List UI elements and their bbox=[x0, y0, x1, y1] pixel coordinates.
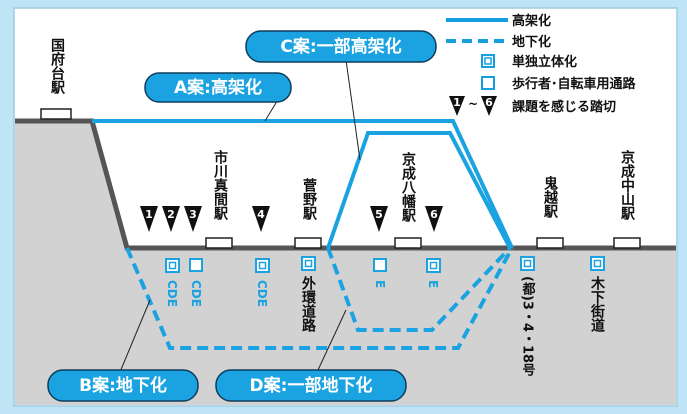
station-box-ichikawamama bbox=[205, 237, 233, 249]
road-gaikan: 外環道路 bbox=[300, 275, 316, 332]
plan-b-label: B案:地下化 bbox=[47, 369, 199, 402]
station-onigoe: 鬼越駅 bbox=[542, 175, 559, 219]
plan-b-text: B案:地下化 bbox=[79, 375, 167, 396]
station-box-keiseiyawata bbox=[394, 237, 422, 249]
svg-text:1: 1 bbox=[453, 96, 461, 109]
legend-crossing-icon: 1 ~ 6 bbox=[449, 96, 497, 116]
plan-d-text: D案:一部地下化 bbox=[250, 375, 373, 396]
legend-pedestrian-label: 歩行者･自転車用通路 bbox=[512, 76, 637, 92]
plan-b-leader bbox=[119, 299, 151, 373]
legend-underground-label: 地下化 bbox=[512, 34, 551, 50]
station-ichikawamama: 市川真間駅 bbox=[212, 149, 229, 221]
pedestrian-passage-marker bbox=[189, 258, 203, 272]
crossing-3: 3 bbox=[184, 206, 202, 232]
station-box-onigoe bbox=[536, 237, 564, 249]
grade-separation-marker bbox=[590, 256, 605, 271]
station-keiseiyawata: 京成八幡駅 bbox=[400, 151, 417, 223]
pedestrian-passage-marker bbox=[373, 258, 387, 272]
plan-b-line bbox=[125, 247, 514, 350]
crossing-5: 5 bbox=[370, 206, 388, 232]
plan-c-text: C案:一部高架化 bbox=[280, 36, 401, 57]
svg-text:6: 6 bbox=[485, 96, 493, 109]
station-kokufudai: 国府台駅 bbox=[49, 38, 65, 95]
crossing-2: 2 bbox=[162, 206, 180, 232]
crossing-1: 1 bbox=[140, 206, 158, 232]
station-box-kokufudai bbox=[40, 108, 72, 120]
svg-text:3: 3 bbox=[189, 208, 197, 221]
plan-d-leader bbox=[317, 309, 347, 371]
plan-d-label: D案:一部地下化 bbox=[215, 369, 407, 402]
plan-a-label: A案:高架化 bbox=[144, 72, 292, 103]
legend-elevated-label: 高架化 bbox=[512, 13, 551, 29]
road-kinoshita: 木下街道 bbox=[589, 275, 606, 333]
plan-c-line bbox=[326, 131, 512, 249]
svg-text:5: 5 bbox=[375, 208, 383, 221]
station-sugano: 菅野駅 bbox=[301, 177, 317, 221]
legend-grade-separation-icon bbox=[481, 54, 495, 68]
road-toto: (都)3・4・18号 bbox=[520, 276, 537, 378]
crossing-6: 6 bbox=[425, 206, 443, 232]
station-box-sugano bbox=[294, 237, 322, 249]
grade-separation-marker bbox=[255, 258, 270, 273]
plan-a-line bbox=[92, 119, 514, 249]
options-col3: CDE bbox=[255, 280, 269, 307]
station-box-keiseinakayama bbox=[613, 237, 641, 249]
legend-pedestrian-icon bbox=[481, 76, 495, 90]
grade-separation-marker bbox=[520, 256, 535, 271]
grade-separation-marker bbox=[426, 258, 441, 273]
svg-text:4: 4 bbox=[257, 208, 265, 221]
legend: 高架化 地下化 単独立体化 歩行者･自転車用通路 1 ~ 6 課題を感じる踏切 bbox=[446, 13, 637, 116]
svg-text:2: 2 bbox=[167, 208, 175, 221]
plan-a-text: A案:高架化 bbox=[174, 77, 262, 98]
options-col4: E bbox=[373, 280, 387, 288]
station-keiseinakayama: 京成中山駅 bbox=[619, 149, 635, 221]
legend-crossings-label: 課題を感じる踏切 bbox=[512, 99, 616, 115]
options-col1: CDE bbox=[165, 280, 179, 307]
plan-c-label: C案:一部高架化 bbox=[245, 30, 437, 63]
options-col2: CDE bbox=[189, 280, 203, 307]
svg-text:~: ~ bbox=[468, 97, 478, 111]
plan-c-leader bbox=[345, 59, 361, 161]
ground-area bbox=[15, 121, 676, 405]
grade-separation-marker bbox=[165, 258, 180, 273]
plan-d-line bbox=[326, 246, 512, 332]
crossing-4: 4 bbox=[252, 206, 270, 232]
options-col5: E bbox=[426, 280, 440, 288]
svg-text:6: 6 bbox=[430, 208, 438, 221]
grade-separation-marker bbox=[301, 256, 316, 271]
legend-grade-separation-label: 単独立体化 bbox=[512, 54, 577, 70]
svg-text:1: 1 bbox=[145, 208, 153, 221]
